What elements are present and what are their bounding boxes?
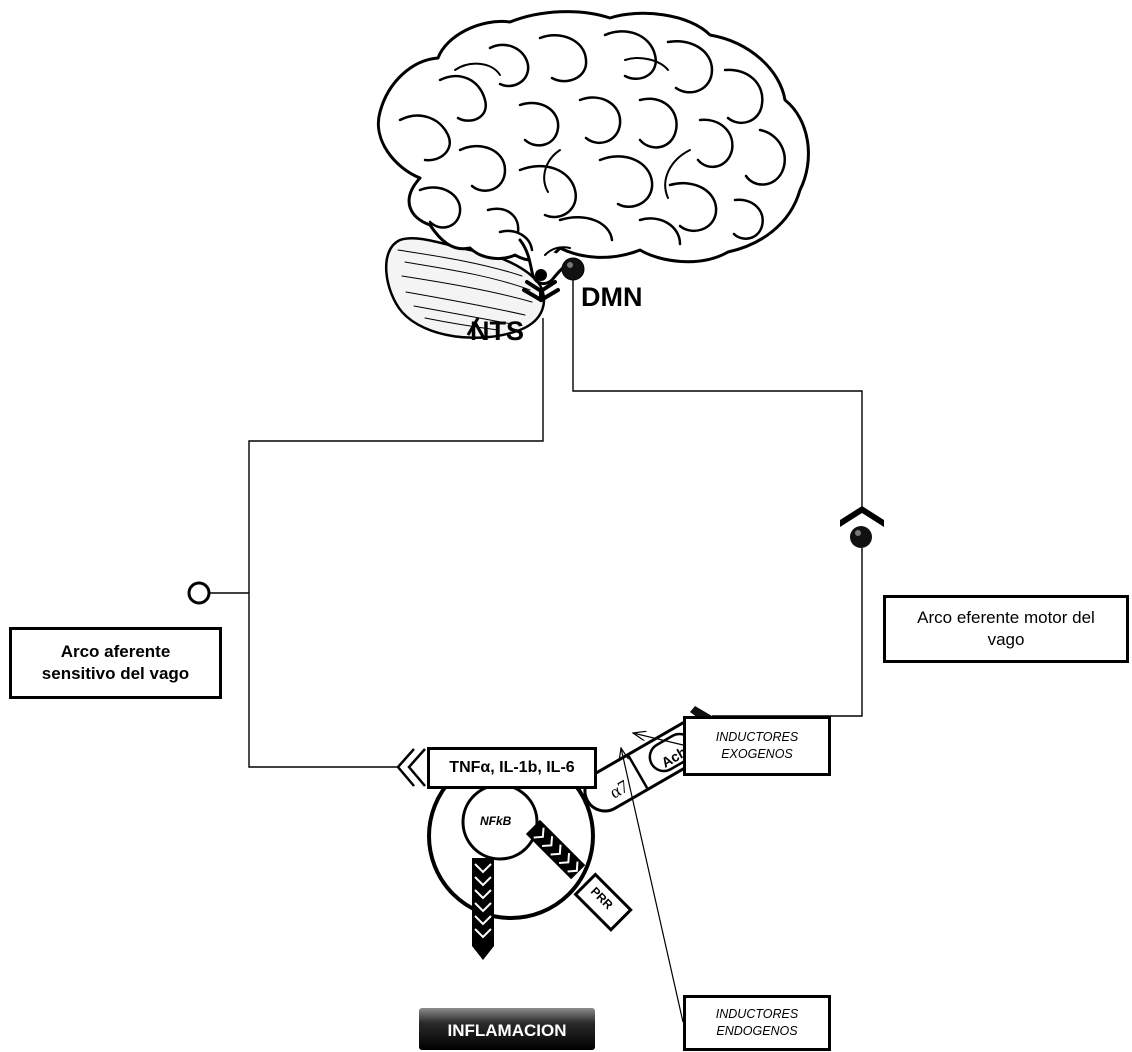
nts-receptor-symbol [522, 269, 560, 303]
endogenous-line2: ENDOGENOS [716, 1024, 798, 1038]
afferent-chevron [396, 748, 426, 787]
macrophage-cell [427, 752, 595, 920]
cytokines-box: TNFα, IL-1b, IL-6 [427, 747, 597, 789]
nfkb-to-cytokine-band [472, 858, 494, 960]
cerebrum-outline [377, 10, 810, 264]
afferent-arc-line1: Arco aferente [60, 642, 171, 661]
afferent-ganglion [187, 581, 211, 605]
endogenous-line1: INDUCTORES [715, 1007, 799, 1021]
efferent-ganglion [840, 506, 884, 548]
nts-label: NTS [470, 316, 524, 346]
endogenous-arrow [621, 748, 684, 1023]
exogenous-inducers-box: INDUCTORES EXOGENOS [683, 716, 831, 776]
dmn-label: DMN [581, 282, 643, 312]
prr-signal-band [525, 819, 586, 880]
dmn-nucleus-highlight [567, 262, 573, 268]
alpha7-receptor [583, 717, 717, 813]
exogenous-line1: INDUCTORES [715, 730, 799, 744]
efferent-arc-line2: vago [987, 630, 1025, 649]
efferent-arc-box: Arco eferente motor del vago [883, 595, 1129, 663]
nts-tick [466, 317, 480, 336]
efferent-lower-line [712, 548, 863, 717]
inflammation-banner: INFLAMACION [419, 1008, 595, 1050]
afferent-arc-box: Arco aferente sensitivo del vago [9, 627, 222, 699]
efferent-nerve-line [572, 280, 863, 512]
afferent-arc-line2: sensitivo del vago [41, 664, 190, 683]
efferent-arc-line1: Arco eferente motor del [917, 608, 1095, 627]
endogenous-inducers-box: INDUCTORES ENDOGENOS [683, 995, 831, 1051]
inflammation-label: INFLAMACION [448, 1021, 567, 1040]
brain-illustration [377, 10, 810, 340]
prr-receptor [573, 872, 633, 932]
afferent-nerve-line [248, 318, 544, 768]
exogenous-arrow [633, 733, 684, 746]
exogenous-line2: EXOGENOS [721, 747, 793, 761]
dmn-nucleus-dot [561, 257, 585, 281]
cytokines-label: TNFα, IL-1b, IL-6 [449, 759, 575, 776]
nfkb-label: NFkB [480, 814, 512, 828]
